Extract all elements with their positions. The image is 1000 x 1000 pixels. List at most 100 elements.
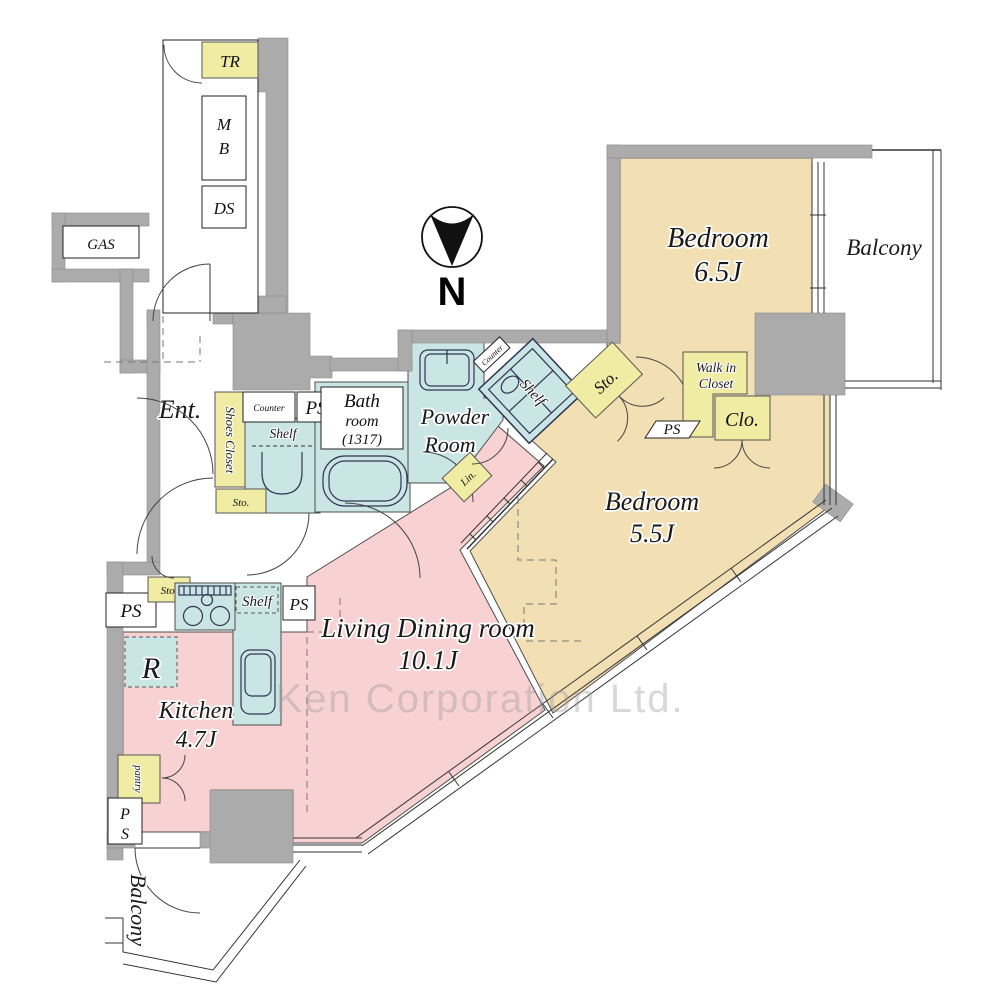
- ps-label-kitchen-left: PS: [119, 601, 142, 622]
- kitchen-sink-inner: [244, 653, 272, 697]
- bathtub-inner: [328, 460, 402, 502]
- meter-box-label-1: M: [216, 115, 232, 134]
- ps-box-kitchen-left: [105, 592, 157, 628]
- pantry-door-1: [161, 754, 186, 779]
- hall-living-door-arc: [344, 502, 421, 579]
- toilet-room: [477, 337, 585, 445]
- storage-hall-door-1: [617, 395, 629, 442]
- toilet-icon: [500, 375, 520, 394]
- storage-ent-box: [215, 488, 267, 514]
- wall-right-pillar: [754, 312, 846, 396]
- balcony-bottom-rail-2: [122, 865, 307, 983]
- closet-door-arc-2: [136, 477, 214, 555]
- gas-box: [62, 225, 140, 259]
- pantry-door-2: [161, 777, 186, 802]
- ld-dash-right: [517, 497, 585, 642]
- ps-label-bedroom: PS: [663, 422, 681, 438]
- closet-box: [714, 395, 771, 441]
- closet-label: Clo.: [725, 409, 759, 431]
- walk-in-closet-label-2: Closet: [699, 376, 735, 391]
- trunk-room-door-arc: [163, 44, 203, 84]
- balcony-top-label: Balcony: [846, 235, 922, 260]
- washroom-door-arc: [246, 512, 310, 576]
- refrigerator-box: [124, 636, 178, 688]
- wet-area: Shelf Bath room (1317) Powder Room Lin. …: [246, 336, 585, 576]
- bedroom-65-size: 6.5J: [694, 257, 743, 288]
- wall-bedroom-left: [606, 144, 621, 344]
- entry-door-arc: [152, 263, 211, 322]
- stove-burner-3: [200, 593, 214, 607]
- storage-hall-door-2: [618, 395, 665, 407]
- ps-label-bottom-1: P: [119, 806, 130, 823]
- wall-gas-top: [51, 212, 150, 227]
- ds-label: DS: [213, 199, 235, 218]
- kitchen-sink-icon: [240, 649, 276, 715]
- linen-box: Lin.: [441, 451, 493, 503]
- compass-label: N: [438, 270, 467, 314]
- shoes-closet-label: Shoes Closet: [223, 407, 238, 474]
- ps-label-kitchen-right: PS: [289, 595, 309, 614]
- washroom-shelf-label: Shelf: [270, 426, 299, 441]
- ld-boundaries: [306, 497, 585, 815]
- closet-area: Walk in Closet Clo. PS: [644, 351, 771, 469]
- kitchen-shelf-label: Shelf: [242, 594, 274, 610]
- ps-box-kitchen-right: [282, 585, 316, 621]
- ps-box-bedroom: [644, 420, 701, 439]
- washing-machine-icon: [261, 452, 303, 495]
- walk-in-closet-label-1: Walk in: [696, 360, 737, 375]
- stove-burner-1: [182, 605, 204, 627]
- storage-ent-label: Sto.: [233, 497, 250, 509]
- shoes-closet-box: [214, 391, 246, 488]
- entrance-area: Ent. Shoes Closet Sto. Counter PS: [136, 263, 336, 555]
- closet-door-2: [741, 439, 771, 469]
- powder-room-label-2: Room: [423, 432, 475, 457]
- bedroom-55-size: 5.5J: [630, 519, 676, 548]
- counter-box-top: [242, 391, 296, 423]
- bathroom-label-2: room: [345, 413, 378, 430]
- kitchen-size: 4.7J: [176, 727, 218, 753]
- powder-room-label-1: Powder: [420, 404, 490, 429]
- room-labels: Bedroom 6.5J Bedroom 5.5J Living Dining …: [156, 221, 771, 755]
- living-dining-size: 10.1J: [398, 645, 459, 675]
- wall-bottom-pillar: [209, 789, 294, 864]
- wall-service-column: [257, 37, 289, 314]
- ps-label-bottom-2: S: [121, 826, 129, 843]
- counter-label-top: Counter: [253, 404, 284, 414]
- compass-needle-icon: [430, 214, 474, 266]
- refrigerator-label: R: [141, 652, 160, 685]
- balcony-bottom-rail-1: [122, 859, 301, 971]
- wall-gas-bottom: [51, 268, 150, 283]
- toilet-door-arc: [471, 427, 509, 465]
- stove-burner-2: [209, 605, 231, 627]
- window-band-1: [355, 499, 827, 839]
- compass: N: [421, 206, 483, 314]
- balcony-bottom-label: Balcony: [126, 874, 151, 946]
- balcony-door-arc: [134, 847, 201, 914]
- bedroom-65-name: Bedroom: [667, 223, 769, 254]
- ps-box-bottom: [107, 797, 143, 845]
- kitchen-sto-door-arc: [151, 555, 175, 579]
- ds-box: [201, 185, 247, 229]
- ld-dash-left: [306, 598, 341, 815]
- wall-entry-pillar: [232, 312, 333, 391]
- watermark: Ken Corporation Ltd.: [275, 677, 684, 721]
- bedroom-55-name: Bedroom: [605, 487, 699, 516]
- trunk-room-label: TR: [220, 52, 240, 71]
- kitchen-area: PS Sto. Shelf PS R pantry P S: [105, 555, 316, 845]
- kitchen-name: Kitchen: [158, 698, 234, 724]
- meter-box: [201, 95, 247, 181]
- entrance-label: Ent.: [158, 395, 202, 424]
- bathroom-label-3: (1317): [342, 432, 382, 448]
- wall-entrance-left: [146, 309, 161, 563]
- windows-balconies: Balcony Balcony: [105, 149, 942, 983]
- toilet-grid-v: [508, 370, 554, 412]
- meter-box-label-2: B: [219, 139, 230, 158]
- wall-bedroom-top: [606, 144, 873, 159]
- storage-hall: Sto.: [564, 341, 665, 442]
- bathroom-label-1: Bath: [344, 391, 380, 412]
- wall-left-upper: [119, 268, 134, 374]
- window-band-2: [361, 507, 833, 847]
- window-band-3: [367, 515, 839, 855]
